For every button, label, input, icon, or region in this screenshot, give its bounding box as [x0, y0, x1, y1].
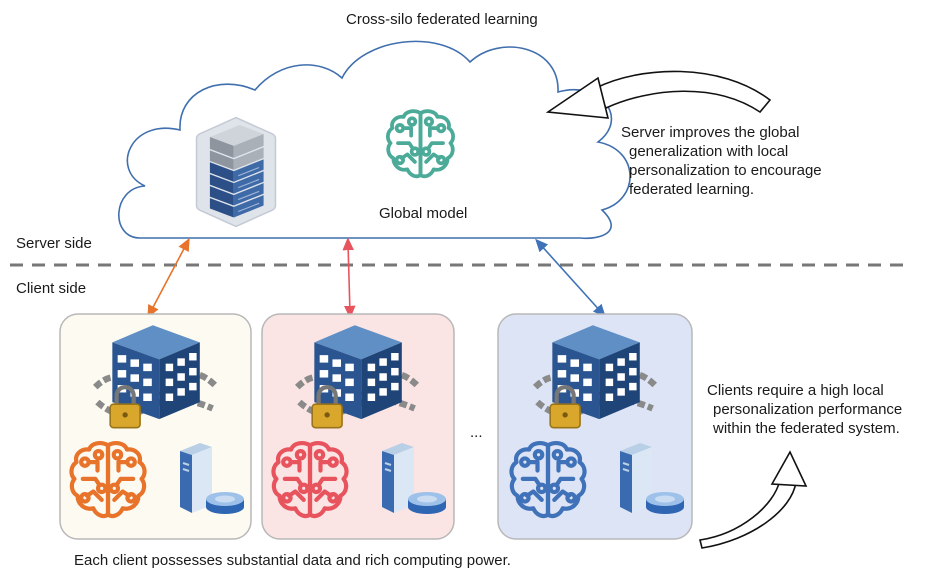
client-note-line-2: personalization performance: [713, 401, 903, 418]
server-note-line-2: generalization with local: [629, 143, 789, 160]
client-1-link-arrow: [147, 237, 190, 319]
global-model-label: Global model: [379, 205, 468, 222]
diagram-title: Cross-silo federated learning: [346, 11, 538, 28]
client-3-link-arrow: [535, 238, 606, 318]
client-side-label: Client side: [16, 280, 87, 297]
server-curved-arrow: [545, 70, 772, 119]
client-note-line-1: Clients require a high local: [707, 382, 884, 399]
client-2-link-arrow: [342, 237, 356, 319]
server-cloud: [118, 40, 631, 240]
server-note-line-3: personalization to encourage: [629, 162, 822, 179]
server-note-line-1: Server improves the global: [621, 124, 800, 141]
server-side-label: Server side: [16, 235, 92, 252]
clients-ellipsis: ...: [470, 424, 483, 441]
bottom-caption: Each client possesses substantial data a…: [74, 552, 511, 569]
client-curved-arrow: [699, 450, 808, 549]
client-note-line-3: within the federated system.: [713, 420, 900, 437]
server-note-line-4: federated learning.: [629, 181, 755, 198]
server-rack-icon: [195, 116, 277, 228]
